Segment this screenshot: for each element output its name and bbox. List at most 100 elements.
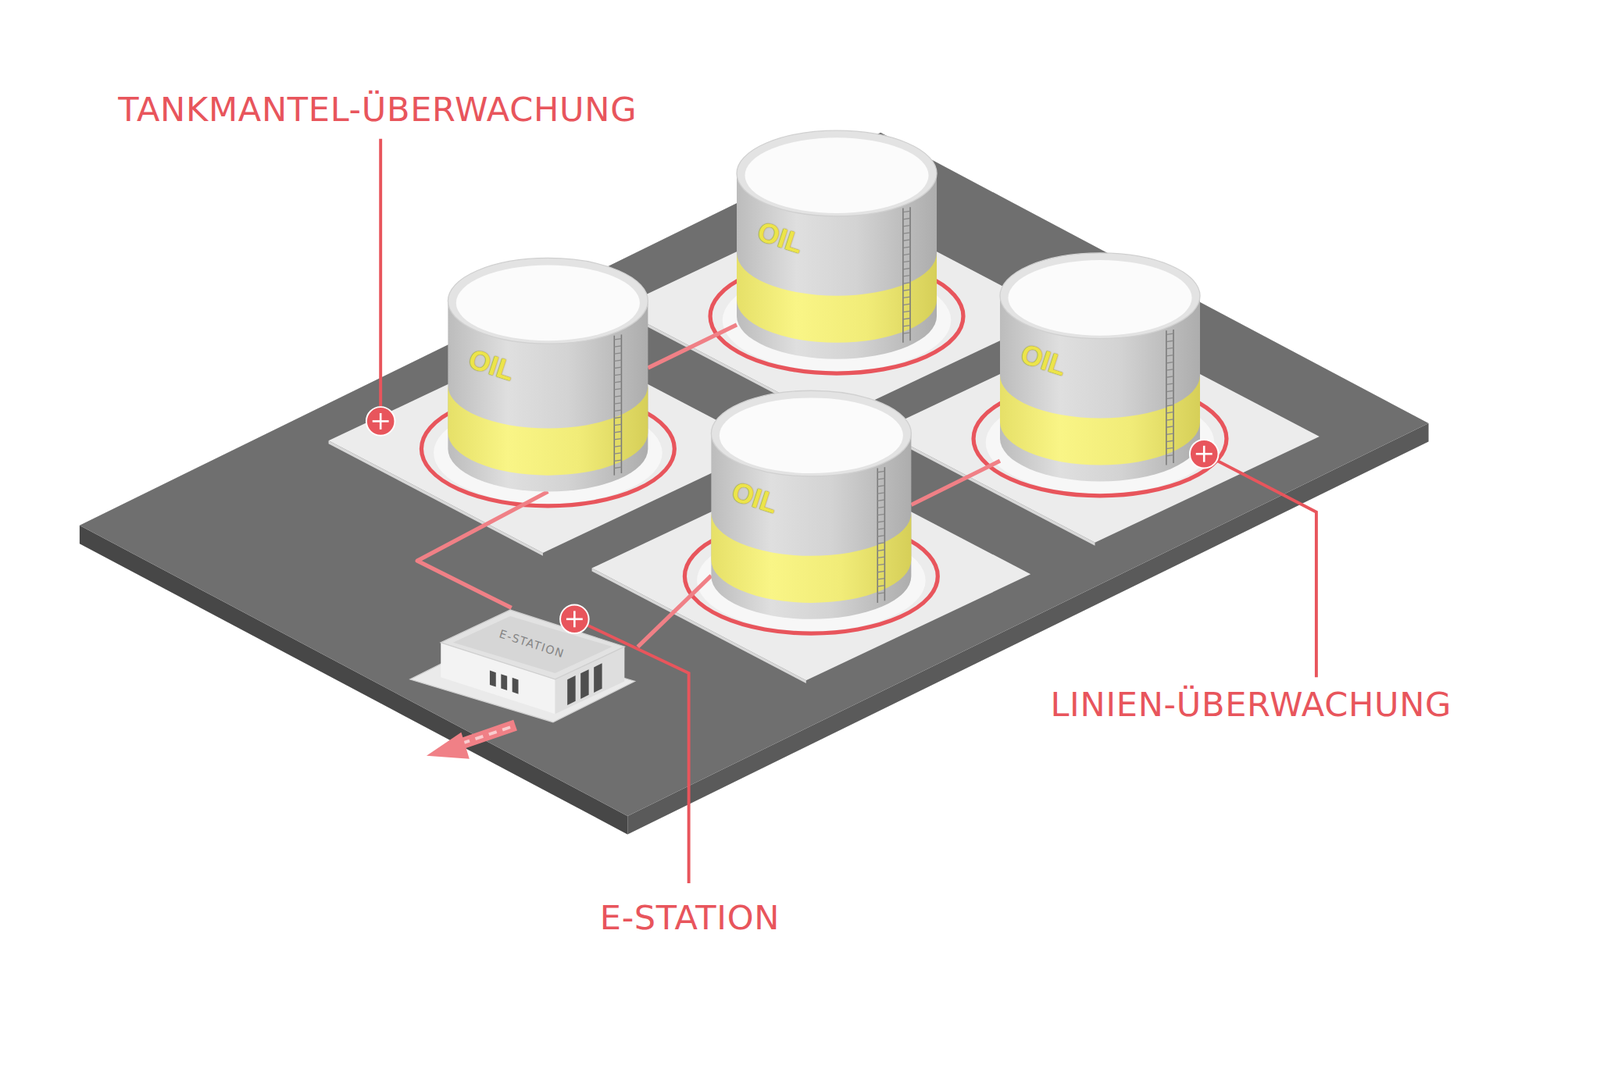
ladder-rung (614, 410, 622, 411)
outgoing-arrow-head (426, 732, 470, 760)
ladder-rung (877, 507, 885, 508)
ladder-rung (1166, 412, 1174, 414)
leader-line (1203, 453, 1317, 678)
ladder-rung (614, 360, 622, 361)
ladder-rung (1166, 390, 1174, 392)
sensor-cable (910, 460, 1000, 505)
ladder-rung (614, 424, 622, 425)
building-shape (407, 607, 638, 727)
ladder-rung (877, 542, 885, 544)
ladder-rung (903, 268, 911, 270)
ladder-rung (903, 246, 911, 248)
ladder-rung (1166, 447, 1174, 449)
ladder-rung (1166, 397, 1174, 399)
tank-band (736, 253, 937, 343)
ladder-rung (1166, 347, 1174, 349)
ladder-rail (1172, 329, 1175, 464)
ladder-rung (1166, 426, 1174, 428)
ladder-rung (877, 514, 885, 515)
sensor-cable (647, 325, 737, 368)
station-door (593, 663, 602, 693)
marker-plus (379, 413, 383, 430)
station-window (489, 671, 497, 688)
station-door (567, 675, 575, 706)
ladder-rung (614, 431, 622, 433)
callout-marker (366, 407, 396, 436)
oil-tank: OIL (736, 130, 937, 360)
ladder-rung (877, 478, 885, 480)
ladder-rung (1166, 440, 1174, 442)
ladder-rung (903, 332, 911, 334)
ladder-rung (877, 528, 885, 530)
ladder-rung (614, 403, 622, 404)
e-station-building: E-STATION (407, 607, 638, 727)
callout-label-box: LINIEN-ÜBERWACHUNG (1050, 686, 1452, 724)
tank-roof-rim (1000, 253, 1200, 340)
ladder-rung (877, 500, 885, 501)
station-door (580, 669, 589, 700)
ladder-rung (614, 381, 622, 383)
marker-plus (573, 610, 576, 628)
ladder-rung (903, 210, 911, 212)
ladder-rung (877, 578, 885, 580)
station-window (500, 674, 508, 691)
callout-label: TANKMANTEL-ÜBERWACHUNG (117, 92, 637, 129)
ladder-rung (614, 346, 622, 347)
callout-label: LINIEN-ÜBERWACHUNG (1050, 686, 1452, 724)
marker-plus (372, 420, 390, 423)
ladder-rung (877, 571, 885, 572)
ladder-rung (903, 303, 911, 305)
ladder-rung (903, 225, 911, 227)
ladder-rung (1166, 383, 1174, 385)
ladder-rail (902, 207, 904, 343)
ladder-rail (1165, 330, 1168, 465)
ladder-rung (614, 353, 622, 354)
ladder-rung (903, 318, 911, 320)
ladder-rung (877, 564, 885, 565)
marker-plus (1196, 453, 1213, 456)
tank-band (447, 385, 648, 476)
ladder-rung (614, 367, 622, 368)
ladder-rung (903, 232, 911, 234)
ladder-rung (903, 260, 911, 262)
ladder-rung (614, 396, 622, 397)
ladder-rung (877, 492, 885, 494)
ladder-rail (614, 335, 616, 476)
ladder-rung (1166, 433, 1174, 435)
ladder-rung (1166, 405, 1174, 407)
ladder-rung (614, 374, 622, 375)
tank-roof (719, 397, 904, 474)
ladder-rail (876, 468, 879, 604)
leader-line (378, 139, 383, 408)
ladder-rung (1166, 340, 1174, 342)
tank-roof (744, 137, 929, 214)
ladder-rung (1166, 369, 1174, 371)
oil-tank: OIL (1000, 253, 1200, 483)
ladder-rung (903, 282, 911, 284)
ladder-rung (614, 453, 622, 454)
ladder-rail (884, 467, 886, 601)
tank-roof (1007, 260, 1192, 336)
oil-tank: OIL (710, 390, 911, 620)
ladder-rung (877, 485, 885, 487)
tank-roof-rim (710, 390, 911, 477)
callout-label-box: E-STATION (600, 900, 780, 937)
ladder-rung (614, 389, 622, 390)
tank-roof-rim (447, 257, 648, 344)
station-roof-inner (453, 616, 613, 674)
ladder-rung (877, 585, 885, 587)
ladder-rung (877, 557, 885, 558)
ladder-rung (877, 535, 885, 537)
ladder-rung (1166, 376, 1174, 378)
ladder-rung (903, 289, 911, 291)
ladder-rung (903, 310, 911, 312)
sensor-cable (637, 575, 711, 647)
outgoing-cable-dash (460, 727, 511, 744)
ladder-rung (614, 467, 622, 468)
callout-label-box: TANKMANTEL-ÜBERWACHUNG (117, 92, 637, 129)
ladder-rung (877, 471, 885, 472)
ladder-rung (614, 417, 622, 418)
marker-plus (1203, 446, 1206, 463)
tank-roof (456, 265, 640, 342)
